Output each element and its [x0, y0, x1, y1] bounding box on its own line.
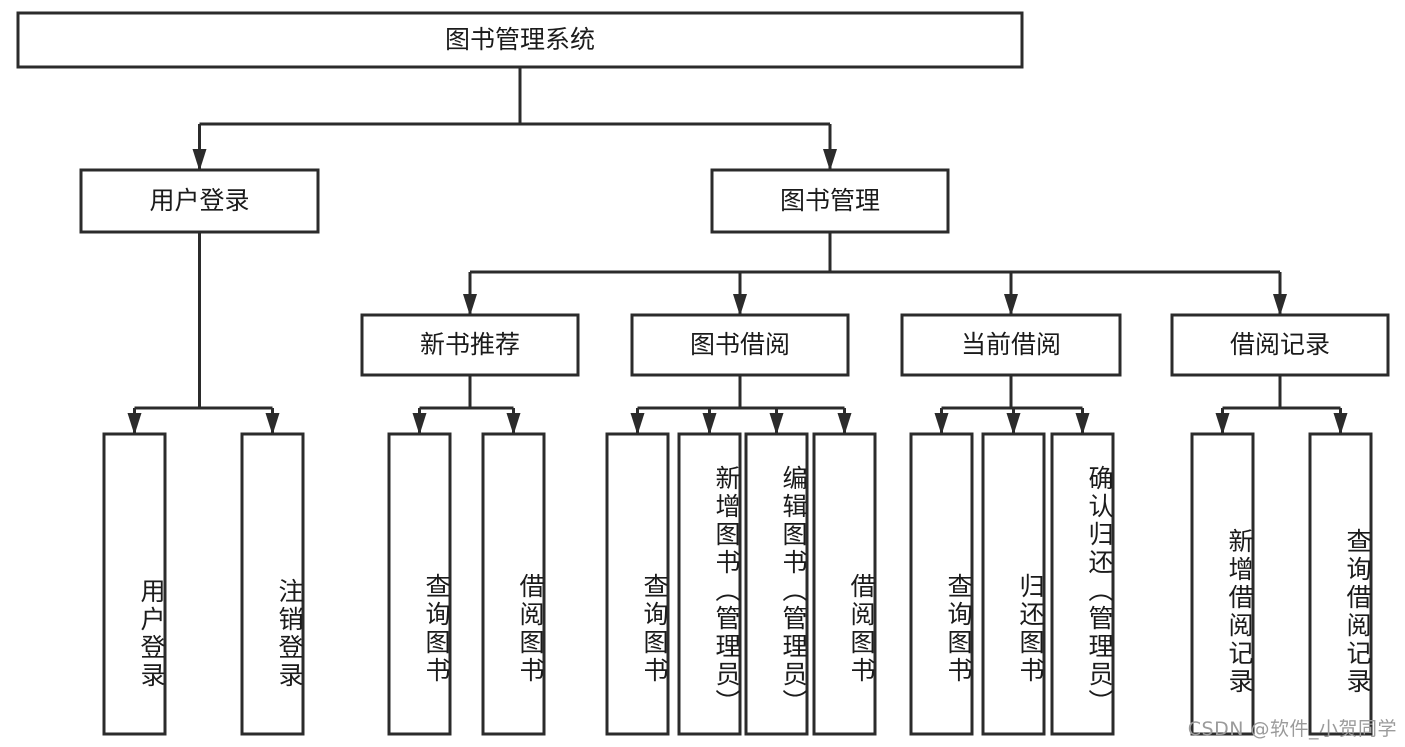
- arrow-head-icon: [837, 413, 852, 435]
- node-box-leaf-edit-book[interactable]: [744, 432, 809, 736]
- arrow-head-icon: [463, 294, 477, 316]
- arrow-head-icon: [823, 149, 837, 171]
- node-label-root: 图书管理系统: [445, 25, 595, 54]
- boxes-layer: [16, 11, 1390, 736]
- arrow-head-icon: [127, 413, 142, 435]
- arrow-head-icon: [1006, 413, 1021, 435]
- node-label-new-book-recommend: 新书推荐: [420, 330, 520, 359]
- arrow-head-icon: [733, 294, 747, 316]
- arrow-head-icon: [1004, 294, 1018, 316]
- arrow-head-icon: [769, 413, 784, 435]
- node-box-leaf-borrow-book-2[interactable]: [812, 432, 877, 736]
- node-box-leaf-user-login[interactable]: [102, 432, 167, 736]
- node-box-leaf-return-book[interactable]: [981, 432, 1046, 736]
- arrow-head-icon: [506, 413, 521, 435]
- node-box-leaf-query-book-2[interactable]: [605, 432, 670, 736]
- node-label-book-borrow: 图书借阅: [690, 330, 790, 359]
- arrow-head-icon: [412, 413, 427, 435]
- node-box-leaf-query-record[interactable]: [1308, 432, 1373, 736]
- node-box-leaf-logout[interactable]: [240, 432, 305, 736]
- node-box-leaf-confirm-return[interactable]: [1050, 432, 1115, 736]
- arrow-head-icon: [265, 413, 280, 435]
- node-box-leaf-borrow-book-1[interactable]: [481, 432, 546, 736]
- arrow-head-icon: [630, 413, 645, 435]
- arrow-head-icon: [702, 413, 717, 435]
- watermark-text: CSDN @软件_小贺同学: [1187, 718, 1397, 740]
- node-box-leaf-query-book-3[interactable]: [909, 432, 974, 736]
- node-label-user-login: 用户登录: [149, 186, 249, 215]
- node-box-user-login[interactable]: [79, 168, 320, 234]
- node-box-leaf-add-book[interactable]: [677, 432, 742, 736]
- node-box-book-manage[interactable]: [710, 168, 950, 234]
- node-box-book-borrow[interactable]: [630, 313, 850, 377]
- node-label-book-manage: 图书管理: [780, 186, 880, 215]
- arrow-head-icon: [1215, 413, 1230, 435]
- arrow-head-icon: [192, 149, 207, 171]
- node-box-leaf-query-book-1[interactable]: [387, 432, 452, 736]
- arrow-head-icon: [1333, 413, 1348, 435]
- node-box-borrow-record[interactable]: [1170, 313, 1390, 377]
- arrow-head-icon: [1273, 294, 1287, 316]
- arrow-head-icon: [934, 413, 949, 435]
- node-box-leaf-add-record[interactable]: [1190, 432, 1255, 736]
- arrow-head-icon: [1075, 413, 1090, 435]
- node-label-current-borrow: 当前借阅: [961, 330, 1061, 359]
- node-box-root[interactable]: [16, 11, 1024, 69]
- node-box-new-book-recommend[interactable]: [360, 313, 580, 377]
- node-box-current-borrow[interactable]: [900, 313, 1122, 377]
- connectors-layer: [127, 67, 1348, 435]
- node-label-borrow-record: 借阅记录: [1230, 330, 1330, 359]
